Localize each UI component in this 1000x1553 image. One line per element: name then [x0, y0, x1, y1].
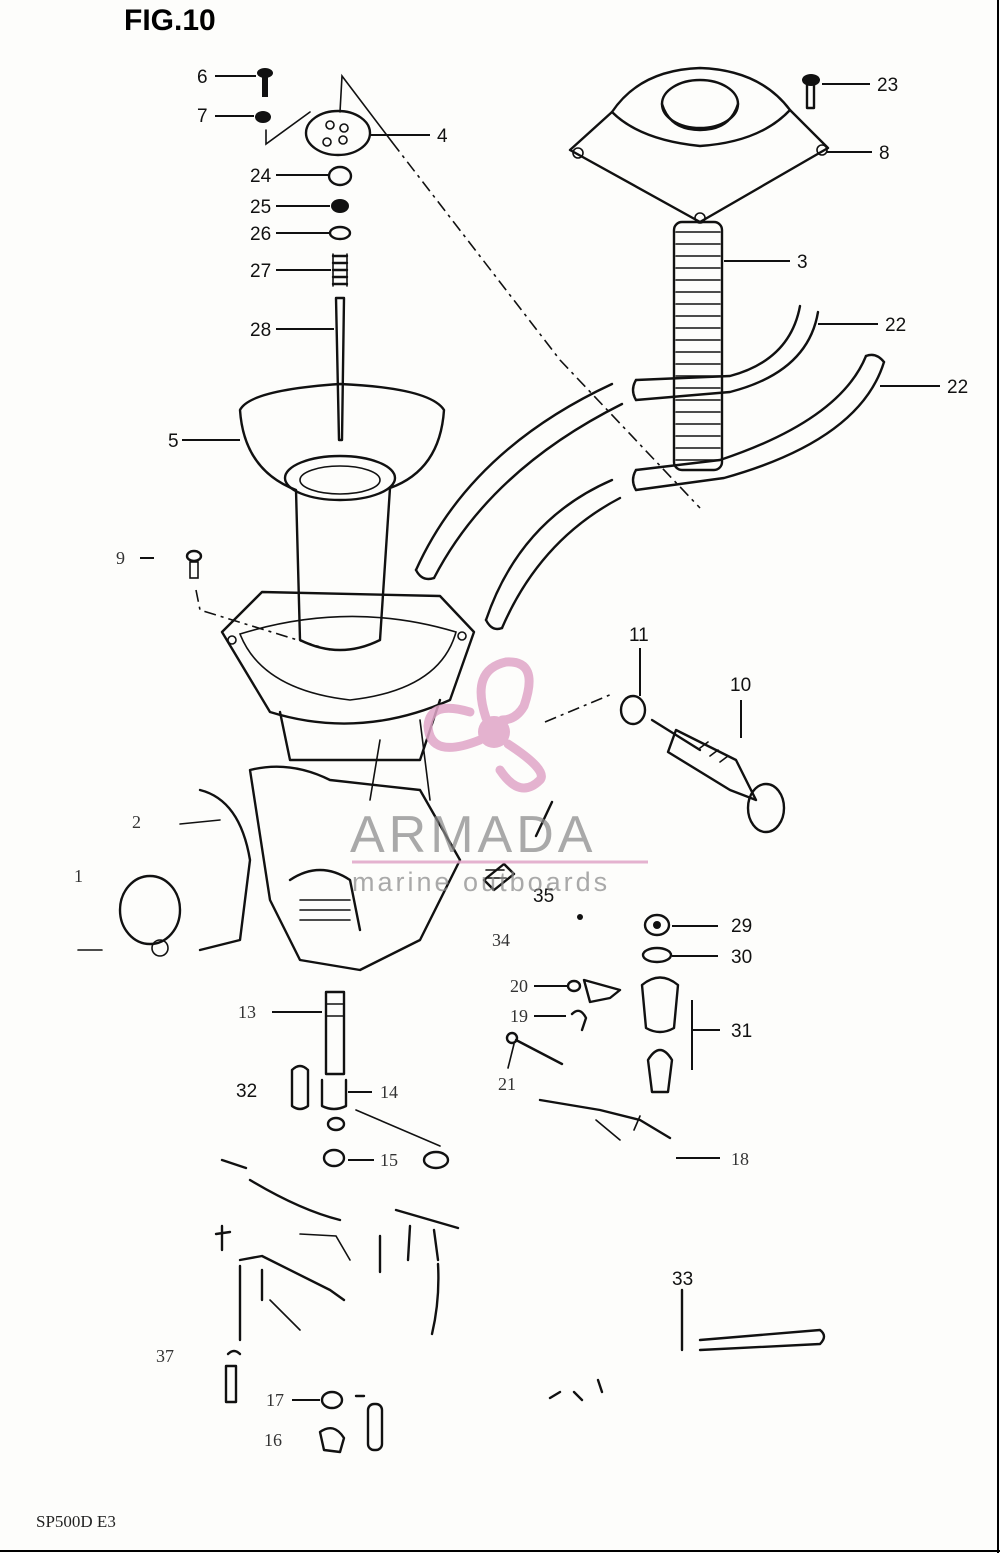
watermark-tagline: marine outboards	[352, 867, 610, 897]
part-float-bowl	[214, 1158, 460, 1342]
part-jet-13	[324, 990, 346, 1076]
propeller-logo-icon	[423, 657, 546, 793]
link-7-4	[265, 111, 311, 146]
callout-16: 16	[264, 1430, 282, 1450]
part-17	[320, 1390, 384, 1452]
callout-34: 34	[492, 930, 510, 950]
callout-20: 20	[510, 976, 528, 996]
part-hose-33	[680, 1288, 826, 1352]
callout-17: 17	[266, 1390, 284, 1410]
part-37	[226, 1349, 242, 1356]
callout-11: 11	[629, 625, 649, 646]
part-hose-22-upper	[631, 304, 820, 402]
callout-4: 4	[437, 126, 448, 147]
assembly-line-top	[391, 141, 701, 509]
part-32	[290, 1064, 310, 1111]
part-26	[328, 225, 352, 241]
callout-29: 29	[731, 916, 752, 937]
callout-5: 5	[168, 431, 179, 452]
callout-37: 37	[156, 1346, 174, 1366]
part-screw-9	[185, 549, 203, 579]
assembly-line-9	[195, 589, 331, 651]
callout-25: 25	[250, 197, 271, 218]
callout-6: 6	[197, 67, 208, 88]
footer-code: SP500D E3	[36, 1512, 116, 1531]
callout-23: 23	[877, 75, 898, 96]
part-34	[577, 914, 583, 920]
callout-31: 31	[731, 1021, 752, 1042]
part-19	[570, 1009, 588, 1032]
part-37-body	[224, 1364, 238, 1404]
callout-7: 7	[197, 106, 208, 127]
part-screw-6	[257, 68, 273, 97]
callout-10: 10	[730, 675, 751, 696]
part-top-cover-8	[568, 66, 830, 224]
part-needle-28	[334, 296, 346, 442]
callout-21: 21	[498, 1074, 516, 1094]
callout-1: 1	[74, 866, 83, 886]
part-15	[322, 1109, 450, 1170]
callout-35: 35	[533, 886, 554, 907]
callout-19: 19	[510, 1006, 528, 1026]
callout-2: 2	[132, 812, 141, 832]
part-chamber-body	[220, 590, 476, 762]
part-16	[318, 1426, 346, 1454]
callout-9: 9	[116, 548, 125, 568]
assembly-line-11	[544, 693, 613, 723]
part-hose-left-a	[414, 382, 624, 581]
callout-30: 30	[731, 947, 752, 968]
part-spring-3	[672, 220, 724, 472]
part-screw-23	[802, 74, 820, 110]
part-piston-5	[238, 382, 446, 652]
callout-15: 15	[380, 1150, 398, 1170]
watermark-logo: ARMADA marine outboards	[350, 657, 648, 897]
callout-33: 33	[672, 1269, 693, 1290]
part-hose-22-lower	[631, 353, 886, 492]
part-hose-left-b	[484, 478, 622, 631]
callout-24: 24	[250, 166, 272, 187]
part-float-valve-31	[640, 976, 680, 1094]
callout-13: 13	[238, 1002, 256, 1022]
watermark-brand: ARMADA	[350, 806, 596, 864]
part-29-center	[653, 921, 661, 929]
part-20	[566, 978, 622, 1004]
part-24	[327, 165, 353, 187]
part-21	[505, 1031, 564, 1069]
callout-3: 3	[797, 252, 808, 273]
part-30	[641, 946, 673, 964]
callout-14: 14	[380, 1082, 398, 1102]
link-4	[339, 73, 393, 143]
part-valve-10	[650, 718, 786, 834]
part-plate-4	[304, 109, 372, 157]
part-float-18	[538, 1098, 672, 1141]
part-washer-7	[255, 111, 271, 123]
leader-2	[179, 819, 221, 825]
part-oring-11	[619, 694, 647, 726]
part-fragments	[548, 1378, 604, 1402]
part-29	[643, 913, 671, 937]
part-14	[320, 1078, 348, 1111]
callout-28: 28	[250, 320, 271, 341]
callout-32: 32	[236, 1081, 257, 1102]
part-spring-27	[331, 253, 349, 287]
callout-26: 26	[250, 224, 271, 245]
figure-title: FIG.10	[124, 4, 216, 37]
callout-8: 8	[879, 143, 890, 164]
callout-27: 27	[250, 261, 271, 282]
callout-22-upper: 22	[885, 315, 906, 336]
callout-22-lower: 22	[947, 377, 968, 398]
part-35	[482, 800, 554, 892]
part-carburetor-body	[118, 719, 462, 972]
callout-18: 18	[731, 1149, 749, 1169]
part-25	[331, 199, 349, 213]
